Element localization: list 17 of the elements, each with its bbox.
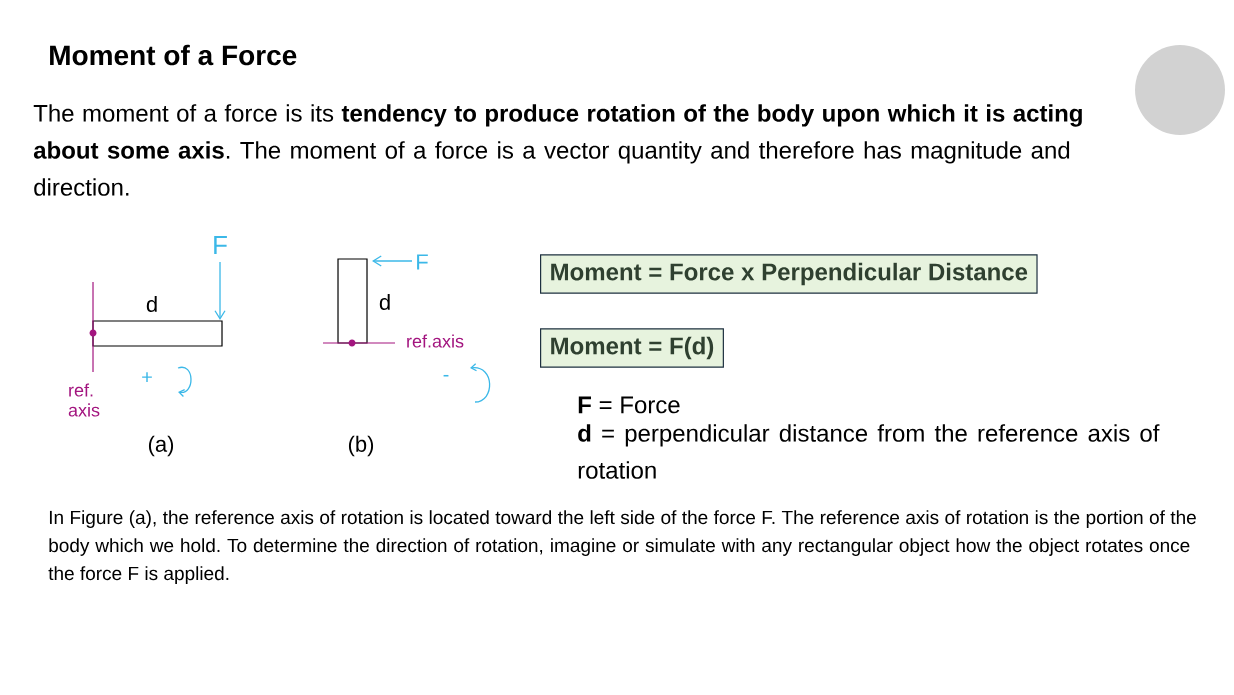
- definition-text: d = perpendicular distance from the reference axis of rotation: [578, 424, 1160, 479]
- title: Moment of a Force: [50, 44, 297, 66]
- figure-label: (b): [348, 435, 374, 457]
- figure-label: (a): [148, 435, 174, 457]
- formula-box: Moment = Force x Perpendicular Distance: [540, 254, 1038, 294]
- sign-label: +: [142, 372, 152, 382]
- axis-label: ref.axis: [407, 334, 464, 348]
- distance-label: d: [379, 293, 390, 311]
- force-label: F: [214, 236, 227, 254]
- sign-label: -: [443, 374, 449, 377]
- definition-text: F = Force: [578, 396, 680, 414]
- formula-box: Moment = F(d): [540, 328, 724, 368]
- paragraph: The moment of a force is its tendency to produce rotation of the body upon which it is acting about some axis. The moment of a force is a vector quantity and therefore has magnitude and direction.: [33, 104, 1082, 196]
- force-label: F: [417, 254, 428, 270]
- axis-label: ref. axis: [68, 383, 100, 417]
- paragraph: In Figure (a), the reference axis of rotation is located toward the left side of the force F. The reference axis of rotation is the portion of the body which we hold. To determine the direction of rotation, imagine or simulate with any rectangular object how the object rotates once the force F is applied.: [48, 510, 1196, 584]
- distance-label: d: [146, 295, 157, 313]
